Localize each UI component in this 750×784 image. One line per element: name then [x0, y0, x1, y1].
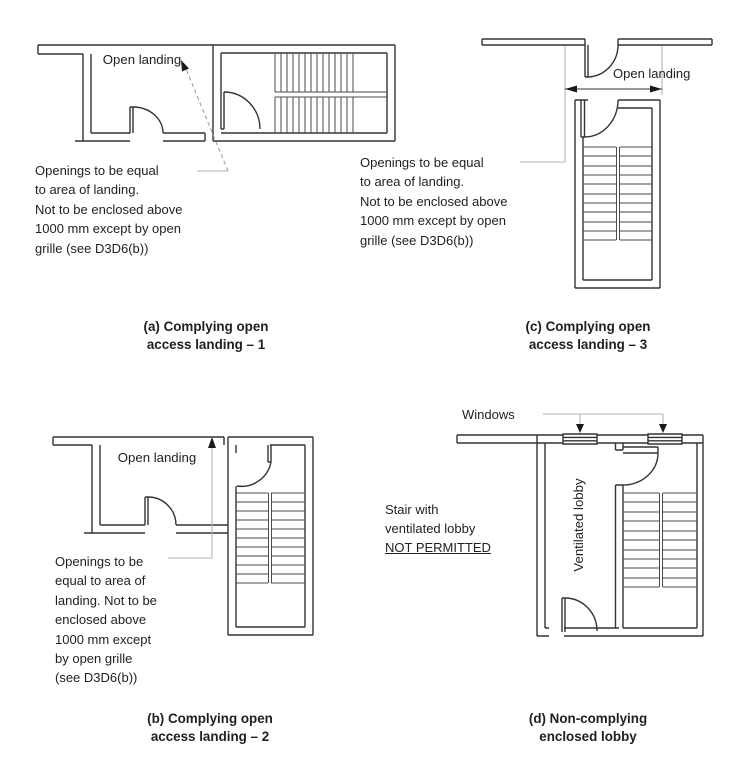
leader-arrow-up-icon: [208, 437, 216, 448]
window-symbol-right-icon: [647, 433, 683, 445]
plan-c-corridor-door: [584, 44, 619, 78]
plan-c-stair-door: [580, 99, 619, 138]
window-arrow-right-icon: [659, 424, 667, 433]
caption-b-line: (b) Complying open: [147, 711, 273, 726]
ventilated-lobby-label: Ventilated lobby: [571, 478, 586, 572]
plan-a-stair-door: [220, 91, 261, 130]
plan-d-lobby-door: [561, 597, 598, 632]
leader-arrow-icon: [181, 60, 189, 72]
plan-c-walls: [481, 38, 713, 289]
warning-d-line: ventilated lobby: [385, 521, 476, 537]
plan-b-stair-door: [236, 445, 272, 488]
plan-b-corridor-door: [144, 496, 177, 526]
caption-a-line: (a) Complying open: [143, 319, 269, 334]
caption-c-line: (c) Complying open: [525, 319, 651, 334]
note-b-line: Openings to be: [55, 554, 144, 569]
note-b-line: enclosed above: [55, 612, 147, 628]
note-a-line: 1000 mm except by open: [35, 221, 181, 237]
note-b: Openings to be equal to area of landing.…: [55, 552, 157, 688]
open-landing-label-b: Open landing: [117, 450, 197, 465]
windows-label: Windows: [462, 407, 515, 422]
caption-a: (a) Complying open access landing – 1: [96, 318, 316, 354]
note-c-line: Not to be enclosed above: [360, 193, 508, 209]
plan-d-walls: [456, 433, 704, 637]
note-b-line: landing. Not to be: [55, 592, 157, 608]
plan-a-walls: [37, 44, 396, 142]
caption-b-line: access landing – 2: [150, 729, 270, 744]
dimension-arrow-left-icon: [565, 85, 577, 93]
caption-a-line: access landing – 1: [146, 337, 266, 352]
caption-d-line: enclosed lobby: [539, 729, 637, 744]
plan-b-walls: [52, 436, 314, 636]
plan-d-stairs: [623, 492, 697, 588]
note-c-line: grille (see D3D6(b)): [360, 232, 474, 248]
open-landing-label-a: Open landing: [102, 52, 182, 67]
note-c: Openings to be equal to area of landing.…: [360, 153, 507, 250]
plan-a-leader: [181, 60, 229, 172]
plan-d-windows-leader: [543, 413, 667, 433]
plan-a-corridor-door: [129, 106, 164, 134]
plan-c-dimension: [520, 46, 663, 163]
caption-c: (c) Complying open access landing – 3: [478, 318, 698, 354]
caption-c-line: access landing – 3: [528, 337, 648, 352]
window-symbol-left-icon: [562, 433, 598, 445]
caption-d-line: (d) Non-complying: [528, 711, 648, 726]
plan-a-stairs: [274, 53, 387, 133]
caption-b: (b) Complying open access landing – 2: [100, 710, 320, 746]
warning-d: Stair with ventilated lobby NOT PERMITTE…: [385, 500, 491, 558]
plan-b-leader: [168, 437, 216, 559]
window-arrow-left-icon: [576, 424, 584, 433]
warning-d-not-permitted: NOT PERMITTED: [385, 540, 491, 556]
note-b-line: (see D3D6(b)): [55, 670, 138, 686]
dimension-arrow-right-icon: [650, 85, 662, 93]
warning-d-line: Stair with: [385, 502, 439, 517]
note-c-line: 1000 mm except by open: [360, 213, 506, 229]
plan-c-stairs: [583, 146, 652, 241]
note-a-line: to area of landing.: [35, 182, 140, 198]
note-b-line: equal to area of: [55, 573, 146, 589]
caption-d: (d) Non-complying enclosed lobby: [478, 710, 698, 746]
note-b-line: by open grille: [55, 651, 133, 667]
open-landing-label-c: Open landing: [613, 66, 691, 81]
note-a: Openings to be equal to area of landing.…: [35, 161, 182, 258]
note-c-line: to area of landing.: [360, 174, 465, 190]
note-b-line: 1000 mm except: [55, 631, 152, 647]
note-a-line: grille (see D3D6(b)): [35, 240, 149, 256]
plan-b-stairs: [236, 492, 305, 584]
plan-d-stair-door: [622, 446, 659, 486]
note-a-line: Not to be enclosed above: [35, 201, 183, 217]
note-c-line: Openings to be equal: [360, 155, 484, 170]
note-a-line: Openings to be equal: [35, 163, 159, 178]
